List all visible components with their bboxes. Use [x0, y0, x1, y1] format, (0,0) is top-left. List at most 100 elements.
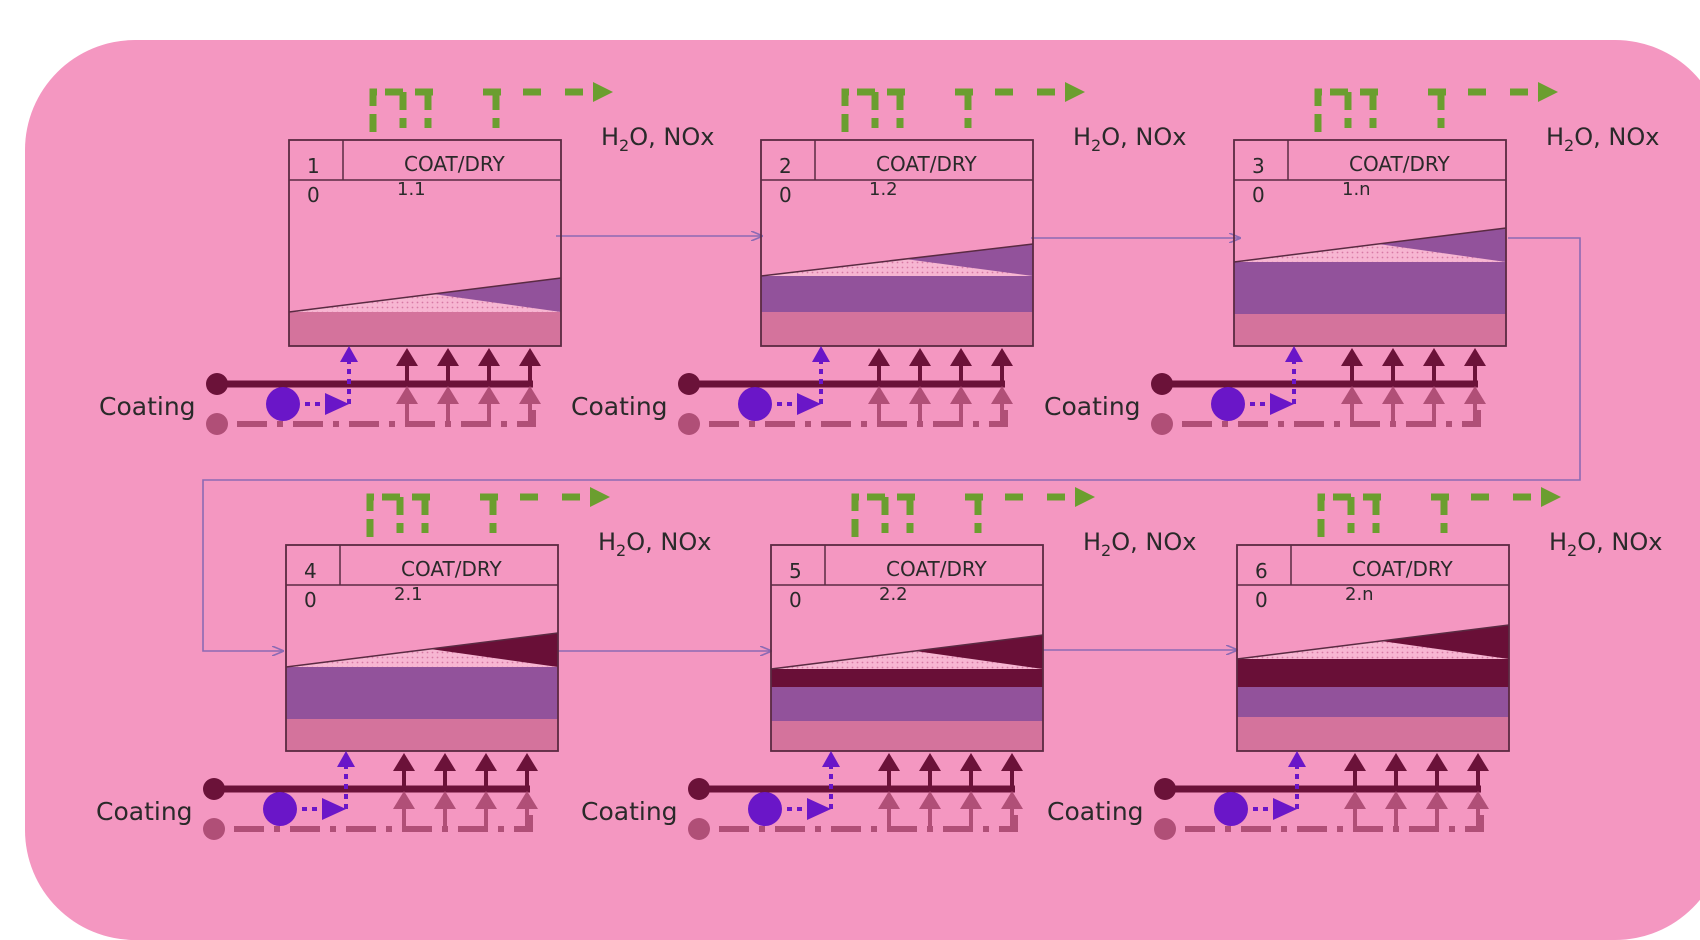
coating-arrow — [322, 798, 346, 820]
unit-operation: COAT/DRY — [1349, 152, 1450, 176]
exhaust-h: H — [1083, 528, 1101, 556]
feed-up-arrow — [1464, 348, 1486, 366]
layer-count: 0 — [304, 588, 317, 612]
unit-number: 4 — [304, 559, 317, 583]
return-up-arrow — [396, 386, 418, 404]
unit-box — [288, 139, 562, 347]
unit-operation: COAT/DRY — [404, 152, 505, 176]
return-up-arrow — [950, 386, 972, 404]
substrate-layer — [771, 721, 1043, 751]
return-up-arrow — [478, 386, 500, 404]
exhaust-o: O, — [1577, 528, 1611, 556]
coating-up-arrow — [340, 346, 358, 362]
return-rail — [709, 404, 1008, 427]
feed-up-arrow — [909, 348, 931, 366]
feed-up-arrow — [1001, 753, 1023, 771]
unit-operation: COAT/DRY — [401, 557, 502, 581]
exhaust-sub: 2 — [619, 136, 629, 155]
feed-up-arrow — [434, 753, 456, 771]
layer-count: 0 — [1255, 588, 1268, 612]
feed-up-arrow — [878, 753, 900, 771]
layer-count: 0 — [1252, 183, 1265, 207]
feed-up-arrow — [1382, 348, 1404, 366]
exhaust-species: NOx — [663, 123, 714, 151]
coating-label: Coating — [581, 797, 678, 826]
feed-rail-end — [206, 373, 228, 395]
return-up-arrow — [878, 791, 900, 809]
coating-source — [1211, 387, 1245, 421]
unit-code: 2.2 — [879, 584, 908, 605]
unit-operation: COAT/DRY — [876, 152, 977, 176]
feed-up-arrow — [393, 753, 415, 771]
exhaust-sub: 2 — [616, 541, 626, 560]
exhaust-h: H — [1073, 123, 1091, 151]
return-rail-end — [688, 818, 710, 840]
coating-label: Coating — [571, 392, 668, 421]
return-rail-end — [206, 413, 228, 435]
unit-box — [1236, 544, 1510, 752]
return-up-arrow — [1423, 386, 1445, 404]
exhaust-label: H2O, NOx — [601, 123, 714, 155]
coating-label: Coating — [96, 797, 193, 826]
feed-up-arrow — [1341, 348, 1363, 366]
return-rail — [234, 809, 533, 832]
coating-arrow — [325, 393, 349, 415]
feed-rail-end — [1154, 778, 1176, 800]
return-up-arrow — [919, 791, 941, 809]
feed-up-arrow — [475, 753, 497, 771]
exhaust-arrow — [1075, 487, 1095, 507]
feed-up-arrow — [991, 348, 1013, 366]
exhaust-label: H2O, NOx — [1546, 123, 1659, 155]
unit-code: 1.1 — [397, 179, 426, 200]
return-up-arrow — [960, 791, 982, 809]
exhaust-o: O, — [1101, 123, 1135, 151]
unit-box — [760, 139, 1034, 347]
coating-label: Coating — [1044, 392, 1141, 421]
feed-rail-end — [678, 373, 700, 395]
substrate-layer — [1234, 314, 1506, 346]
exhaust-o: O, — [1111, 528, 1145, 556]
feed-up-arrow — [437, 348, 459, 366]
layer-count: 0 — [307, 183, 320, 207]
substrate-layer — [771, 687, 1043, 721]
unit-code: 1.n — [1342, 179, 1371, 200]
unit-box — [770, 544, 1044, 752]
return-up-arrow — [909, 386, 931, 404]
return-up-arrow — [1001, 791, 1023, 809]
return-rail — [719, 809, 1018, 832]
coating-label: Coating — [1047, 797, 1144, 826]
return-up-arrow — [868, 386, 890, 404]
dried-film — [915, 635, 1043, 669]
film-edge — [1236, 624, 1510, 660]
exhaust-o: O, — [1574, 123, 1608, 151]
exhaust-arrow — [1541, 487, 1561, 507]
exhaust-h: H — [1549, 528, 1567, 556]
dried-film — [433, 278, 561, 312]
exhaust-h: H — [1546, 123, 1564, 151]
film-edge — [288, 277, 562, 313]
feed-up-arrow — [396, 348, 418, 366]
feed-up-arrow — [950, 348, 972, 366]
unit-number: 2 — [779, 154, 792, 178]
return-up-arrow — [1344, 791, 1366, 809]
exhaust-species: NOx — [1135, 123, 1186, 151]
unit-operation: COAT/DRY — [886, 557, 987, 581]
return-rail-end — [678, 413, 700, 435]
unit-code: 2.n — [1345, 584, 1374, 605]
return-rail — [1182, 404, 1481, 427]
unit-code: 2.1 — [394, 584, 423, 605]
return-up-arrow — [1341, 386, 1363, 404]
unit-number: 1 — [307, 154, 320, 178]
coating-source — [266, 387, 300, 421]
return-up-arrow — [475, 791, 497, 809]
film-edge — [1233, 227, 1507, 263]
exhaust-line — [841, 88, 1063, 132]
exhaust-line — [1317, 493, 1539, 537]
layer-count: 0 — [789, 588, 802, 612]
exhaust-h: H — [598, 528, 616, 556]
